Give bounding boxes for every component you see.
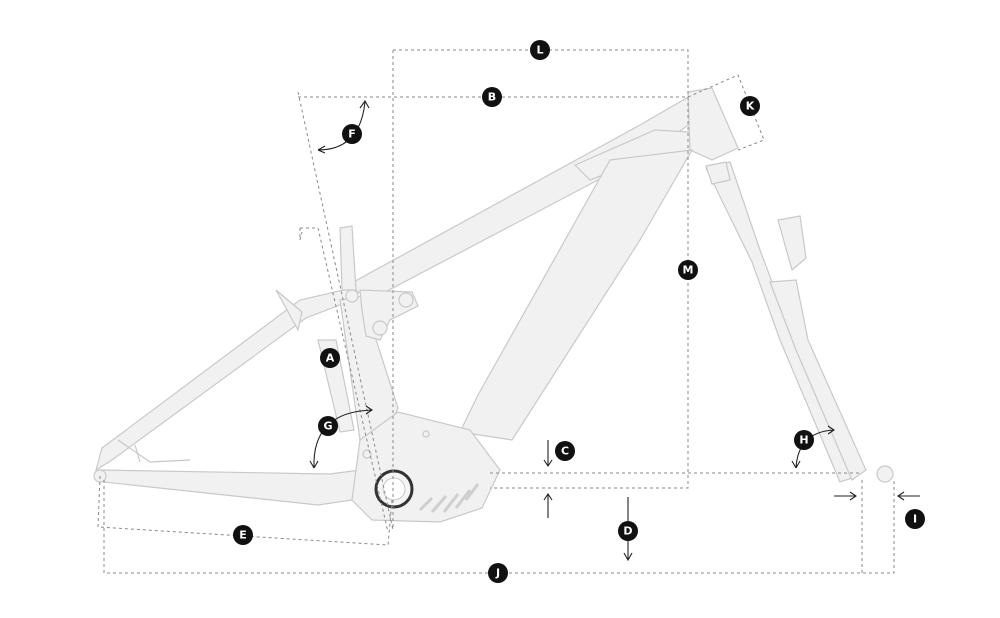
label-C-badge: C xyxy=(555,441,575,461)
label-G-badge: G xyxy=(318,416,338,436)
label-B: B xyxy=(488,91,496,104)
label-J-badge: J xyxy=(488,563,508,583)
dim-C-arrow-top xyxy=(543,440,553,467)
label-D: D xyxy=(623,525,632,538)
fork-stanchion xyxy=(705,161,853,483)
dim-A-line xyxy=(299,227,389,533)
bottom-bracket-inner xyxy=(382,477,406,501)
dim-C-arrow-bottom xyxy=(543,493,553,518)
label-B-badge: B xyxy=(482,87,502,107)
chain-stay xyxy=(99,469,361,506)
label-F: F xyxy=(348,128,356,141)
label-H: H xyxy=(799,434,808,447)
label-A-badge: A xyxy=(320,348,340,368)
label-A: A xyxy=(326,352,335,365)
rocker-pivot-2 xyxy=(372,320,388,336)
dim-K-line xyxy=(687,74,765,151)
label-K-badge: K xyxy=(740,96,760,116)
pivot-bolt xyxy=(362,449,372,459)
fork-crown xyxy=(705,161,731,185)
label-I-badge: I xyxy=(905,509,925,529)
label-K: K xyxy=(746,100,755,113)
brake-mount xyxy=(117,439,191,463)
dim-I-arrow-right xyxy=(897,491,920,501)
label-M: M xyxy=(683,264,694,277)
pivot-bolt-2 xyxy=(422,430,430,438)
seat-tube-top xyxy=(339,225,357,291)
fork-lower xyxy=(769,279,867,481)
label-E: E xyxy=(239,529,247,542)
bike-frame xyxy=(93,87,894,523)
dim-seat-angle-line xyxy=(297,91,394,531)
label-C: C xyxy=(561,445,569,458)
rocker-pivot-1 xyxy=(398,292,414,308)
label-M-badge: M xyxy=(678,260,698,280)
front-dropout xyxy=(876,465,894,483)
frame-fin xyxy=(275,289,303,332)
label-L: L xyxy=(536,44,543,57)
dim-E-line xyxy=(97,475,393,546)
label-F-badge: F xyxy=(342,124,362,144)
rocker-pivot-3 xyxy=(345,289,359,303)
label-I: I xyxy=(913,513,917,526)
head-tube xyxy=(687,87,739,161)
label-J: J xyxy=(495,567,500,580)
down-tube xyxy=(459,149,694,441)
motor-vents xyxy=(418,483,480,513)
dim-F-arc xyxy=(317,99,370,154)
label-H-badge: H xyxy=(794,430,814,450)
dim-L-line xyxy=(392,49,689,530)
label-E-badge: E xyxy=(233,525,253,545)
label-G: G xyxy=(323,420,332,433)
seat-stay xyxy=(95,287,359,472)
label-L-badge: L xyxy=(530,40,550,60)
dim-M-line xyxy=(490,97,689,489)
fork-arch xyxy=(777,215,807,272)
dim-I-arrow-left xyxy=(834,491,857,501)
label-D-badge: D xyxy=(618,521,638,541)
